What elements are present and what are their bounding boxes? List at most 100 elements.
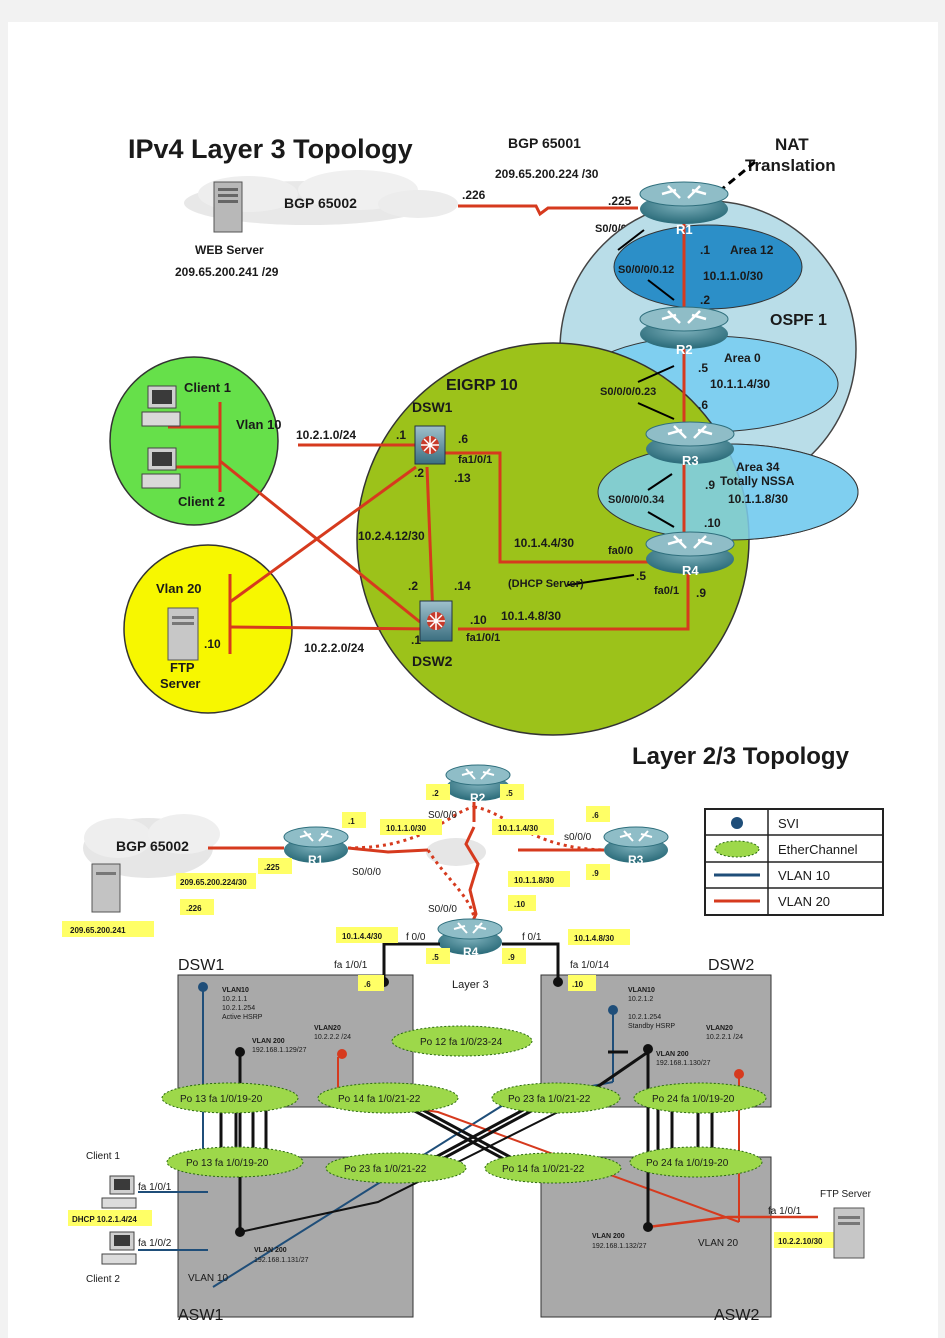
net-10-2-2-0-label: 10.2.2.0/24 (304, 641, 364, 655)
po24b-oval (629, 1146, 763, 1178)
ftp-dot10-label: .10 (204, 637, 221, 651)
b-f01-label: f 0/1 (522, 932, 542, 943)
b-r4-s000-label: S0/0/0 (428, 904, 457, 915)
b-r4-dot10-label: .10 (514, 900, 526, 909)
a1-v200-1: VLAN 200 (254, 1247, 287, 1254)
network-diagram: IPv4 Layer 3 Topology BGP 65001 209.65.2… (62, 134, 884, 1324)
legend-svi-icon (731, 817, 743, 829)
dsw2-vlan200-svi-dot (643, 1044, 653, 1054)
dsw1-switch-icon (414, 425, 446, 465)
dsw2-dot1-label: .1 (411, 633, 421, 647)
r1-router-icon (639, 181, 729, 224)
dsw2-uplink-dot (553, 977, 563, 987)
bottom-yellow-labels: .1 .2 .5 10.1.1.0/30 10.1.1.4/30 .6 .9 1… (62, 784, 836, 1248)
bottom-ftp-server-icon (833, 1207, 865, 1259)
net-10-1-1-4-label: 10.1.1.4/30 (710, 377, 770, 391)
ospf-1-label: OSPF 1 (770, 312, 827, 329)
dsw2-label: DSW2 (412, 653, 453, 669)
web-server-ip-label: 209.65.200.241 /29 (175, 265, 279, 279)
bgp-65002-cloud (184, 170, 458, 225)
eigrp-10-label: EIGRP 10 (446, 377, 518, 394)
b-ftp-fa-label: fa 1/0/1 (768, 1206, 802, 1217)
dsw1-dot13-label: .13 (454, 471, 471, 485)
r3-label: R3 (682, 453, 699, 468)
b-client2-label: Client 2 (86, 1274, 120, 1285)
b-client1-label: Client 1 (86, 1151, 120, 1162)
s0-0-0-0-12-label: S0/0/0/0.12 (618, 264, 674, 276)
b-dsw1-fa101-label: fa 1/0/1 (334, 960, 368, 971)
net-10-2-1-0-label: 10.2.1.0/24 (296, 428, 356, 442)
vlan-bars (168, 402, 232, 654)
net-10-1-1-8-label: 10.1.1.8/30 (728, 492, 788, 506)
po13a-oval (161, 1082, 299, 1114)
po14a-oval (317, 1082, 459, 1114)
r2-label: R2 (676, 342, 693, 357)
server-label: Server (160, 676, 200, 691)
d2-v10-2: 10.2.1.2 (628, 996, 653, 1003)
po23a-oval (491, 1082, 621, 1114)
b-f00-label: f 0/0 (406, 932, 426, 943)
bottom-r2-router-icon (445, 764, 511, 801)
po24a-oval (633, 1082, 767, 1114)
dsw1-dot6-label: .6 (458, 432, 468, 446)
bottom-r1-router-icon (283, 826, 349, 863)
r4-label: R4 (682, 563, 699, 578)
po14b-oval (484, 1152, 622, 1184)
d2-v20-1: VLAN20 (706, 1025, 733, 1032)
net-10-1-4-8-label: 10.1.4.8/30 (501, 609, 561, 623)
dsw2-dot2-label: .2 (408, 579, 418, 593)
client-2-label: Client 2 (178, 494, 225, 509)
bottom-r2-label: R2 (470, 791, 486, 805)
dsw2-dot10-label: .10 (470, 613, 487, 627)
s0-0-0-0-34-label: S0/0/0/0.34 (608, 494, 665, 506)
asw2-box (540, 1156, 772, 1318)
d1-v10-4: Active HSRP (222, 1014, 263, 1021)
b-r4-dot5-label: .5 (432, 953, 439, 962)
bgp-65001-label: BGP 65001 (508, 135, 581, 151)
bottom-bgp-65002-label: BGP 65002 (116, 838, 189, 854)
ip-226-label: .226 (462, 188, 486, 202)
b-dsw1-label: DSW1 (178, 957, 224, 974)
b-r2-dot5-label: .5 (506, 789, 513, 798)
bottom-r4-router-icon (437, 918, 503, 955)
bottom-r3-router-icon (603, 826, 669, 863)
switch-svi-labels: VLAN10 10.2.1.1 10.2.1.254 Active HSRP V… (222, 987, 743, 1264)
b-r3-s000-label: s0/0/0 (564, 832, 592, 843)
r4-fa01-label: fa0/1 (654, 585, 679, 597)
d1-v10-2: 10.2.1.1 (222, 996, 247, 1003)
b-dsw1-dot6-label: .6 (364, 980, 371, 989)
dsw1-dot1-label: .1 (396, 428, 406, 442)
b-asw2-label: ASW2 (714, 1307, 759, 1324)
d2-v10-3: 10.2.1.254 (628, 1014, 661, 1021)
r4-dsw-links (382, 942, 560, 982)
dsw1-vlan10-svi-dot (198, 982, 208, 992)
net-10-2-4-12-label: 10.2.4.12/30 (358, 529, 425, 543)
nat-translation-label: Translation (745, 156, 836, 175)
ftp-server-icon (167, 607, 199, 661)
a2-v200-2: 192.168.1.132/27 (592, 1243, 647, 1250)
b-ftp-server-label: FTP Server (820, 1189, 872, 1200)
web-server-icon (213, 181, 243, 233)
vlan-20-label: Vlan 20 (156, 581, 202, 596)
r2-dot5-label: .5 (698, 361, 708, 375)
legend-etherchannel-label: EtherChannel (778, 842, 858, 857)
b-layer3-label: Layer 3 (452, 979, 489, 991)
net-10-1-1-0-label: 10.1.1.0/30 (703, 269, 763, 283)
po23a-label: Po 23 fa 1/0/21-22 (508, 1094, 591, 1105)
ftp-vlan-20-zone (123, 544, 293, 714)
totally-nssa-label: Totally NSSA (720, 474, 795, 488)
legend-svi-label: SVI (778, 816, 799, 831)
b-r4-dot9-label: .9 (508, 953, 515, 962)
b-ip-225-label: .225 (264, 863, 280, 872)
eigrp-addr-labels: 10.2.1.0/24 .1 .6 fa1/0/1 .2 .13 10.2.4.… (296, 428, 706, 655)
b-net-144-label: 10.1.4.4/30 (342, 932, 383, 941)
area-12-label: Area 12 (730, 243, 774, 257)
a1-v200-2: 192.168.1.131/27 (254, 1257, 309, 1264)
d2-v10-4: Standby HSRP (628, 1023, 675, 1030)
b-ip-226-label: .226 (186, 904, 202, 913)
b-r3-dot6-label: .6 (592, 811, 599, 820)
ftp-label: FTP (170, 660, 195, 675)
bottom-web-server-icon (91, 863, 121, 913)
b-net-b-label: 10.1.1.4/30 (498, 824, 539, 833)
bottom-r1-label: R1 (308, 853, 324, 867)
